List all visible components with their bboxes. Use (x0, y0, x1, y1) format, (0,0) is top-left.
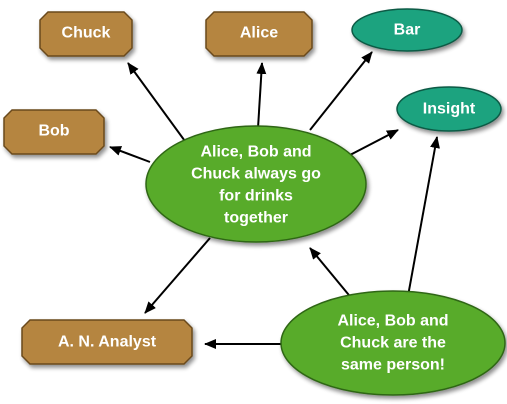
node-bob-label: Bob (38, 123, 69, 140)
node-alice-label: Alice (240, 25, 278, 42)
node-alice[interactable]: Alice (205, 11, 313, 57)
node-bar-shape (351, 8, 463, 52)
node-same-person-line-3: same person! (341, 357, 445, 374)
node-drinks[interactable]: Alice, Bob and Chuck always go for drink… (145, 125, 367, 243)
node-alice-shape (205, 11, 313, 57)
node-analyst-label: A. N. Analyst (58, 334, 157, 351)
node-chuck-label: Chuck (62, 25, 111, 42)
edge-drinks-to-alice (256, 62, 267, 129)
node-same-person-shape (280, 290, 506, 396)
node-insight[interactable]: Insight (396, 86, 502, 132)
node-same-person-line-2: Chuck are the (340, 335, 446, 352)
node-insight-label: Insight (423, 101, 476, 118)
node-bob-shape (3, 109, 105, 155)
node-bar-label: Bar (394, 22, 421, 39)
node-same-person[interactable]: Alice, Bob and Chuck are the same person… (280, 290, 506, 396)
edge-same-person-to-drinks (309, 247, 354, 301)
node-same-person-line-1: Alice, Bob and (337, 313, 448, 330)
node-bar[interactable]: Bar (351, 8, 463, 52)
node-drinks-shape (145, 125, 367, 243)
node-analyst[interactable]: A. N. Analyst (21, 319, 193, 365)
node-drinks-line-1: Alice, Bob and (200, 144, 311, 161)
edge-drinks-to-bob (109, 146, 151, 163)
edge-drinks-to-insight (349, 129, 399, 156)
node-drinks-line-3: for drinks (219, 188, 293, 205)
node-drinks-line-4: together (224, 210, 288, 227)
node-bob[interactable]: Bob (3, 109, 105, 155)
edge-same-person-to-insight (407, 136, 440, 297)
node-chuck-shape (39, 11, 133, 57)
edges (109, 51, 440, 349)
node-chuck[interactable]: Chuck (39, 11, 133, 57)
edge-drinks-to-bar (309, 51, 373, 131)
node-drinks-line-2: Chuck always go (191, 166, 321, 183)
node-analyst-shape (21, 319, 193, 365)
edge-drinks-to-analyst (144, 237, 211, 314)
node-insight-shape (396, 86, 502, 132)
edge-drinks-to-chuck (127, 62, 191, 149)
